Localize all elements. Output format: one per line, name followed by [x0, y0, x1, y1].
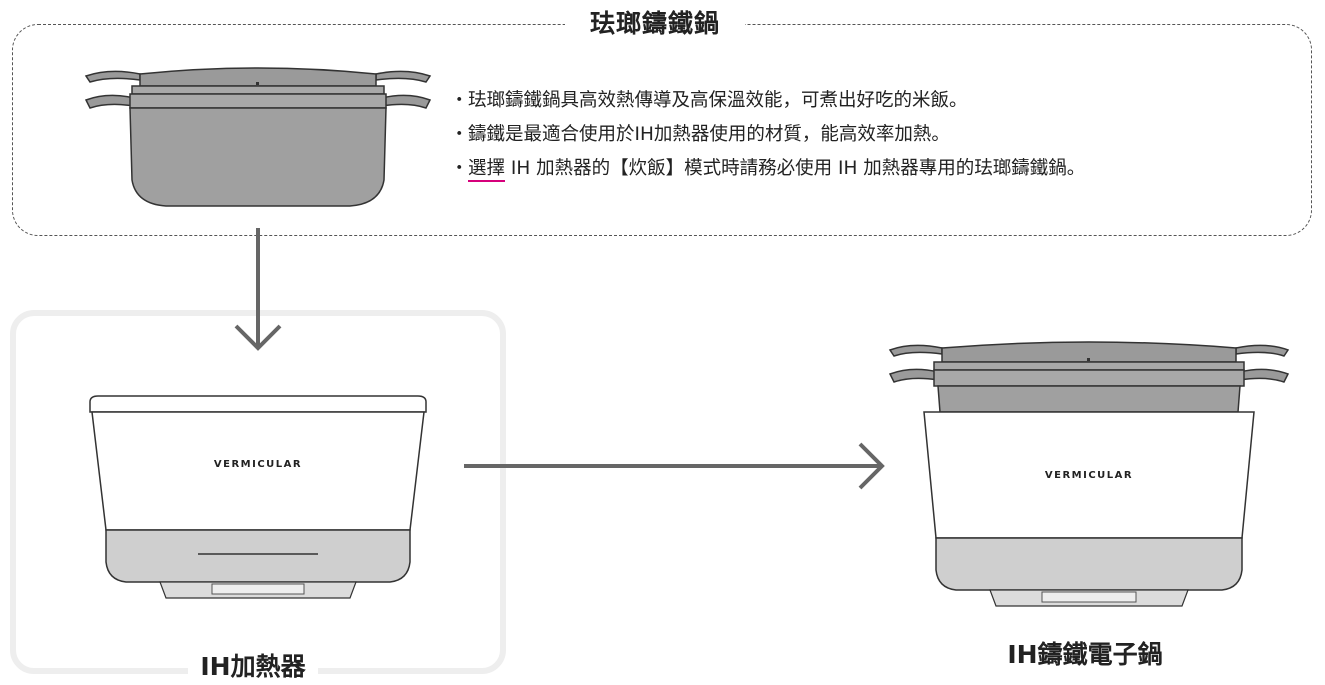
feature-item-2: ・鑄鐵是最適合使用於IH加熱器使用的材質，能高效率加熱。: [450, 120, 1085, 150]
rice-cooker-label: IH鑄鐵電子鍋: [1007, 640, 1163, 669]
brand-logo: VERMICULAR: [1045, 470, 1133, 481]
cast-iron-pot-illustration: [84, 67, 432, 207]
ih-heater-label: IH加熱器: [188, 650, 318, 684]
feature-item-3: ・選擇 IH 加熱器的【炊飯】模式時請務必使用 IH 加熱器專用的珐瑯鑄鐵鍋。: [450, 154, 1085, 184]
feature-text: 鑄鐵是最適合使用於IH加熱器使用的材質，能高效率加熱。: [468, 124, 950, 145]
ih-heater-illustration: VERMICULAR: [89, 395, 427, 599]
feature-item-1: ・珐瑯鑄鐵鍋具高效熱傳導及高保溫效能，可煮出好吃的米飯。: [450, 86, 1085, 116]
highlighted-word: 選擇: [468, 158, 506, 182]
section-title: 珐瑯鑄鐵鍋: [565, 8, 745, 40]
feature-list: ・珐瑯鑄鐵鍋具高效熱傳導及高保溫效能，可煮出好吃的米飯。 ・鑄鐵是最適合使用於I…: [450, 86, 1085, 188]
bullet-dot: ・: [450, 90, 469, 111]
bullet-dot: ・: [450, 124, 469, 145]
right-arrow-icon: [464, 442, 885, 490]
feature-text: 珐瑯鑄鐵鍋具高效熱傳導及高保溫效能，可煮出好吃的米飯。: [468, 90, 968, 111]
ih-rice-cooker-illustration: VERMICULAR: [888, 341, 1290, 607]
brand-logo: VERMICULAR: [214, 459, 302, 470]
feature-text: IH 加熱器的【炊飯】模式時請務必使用 IH 加熱器專用的珐瑯鑄鐵鍋。: [505, 158, 1086, 179]
down-arrow-icon: [234, 228, 282, 351]
bullet-dot: ・: [450, 158, 469, 179]
